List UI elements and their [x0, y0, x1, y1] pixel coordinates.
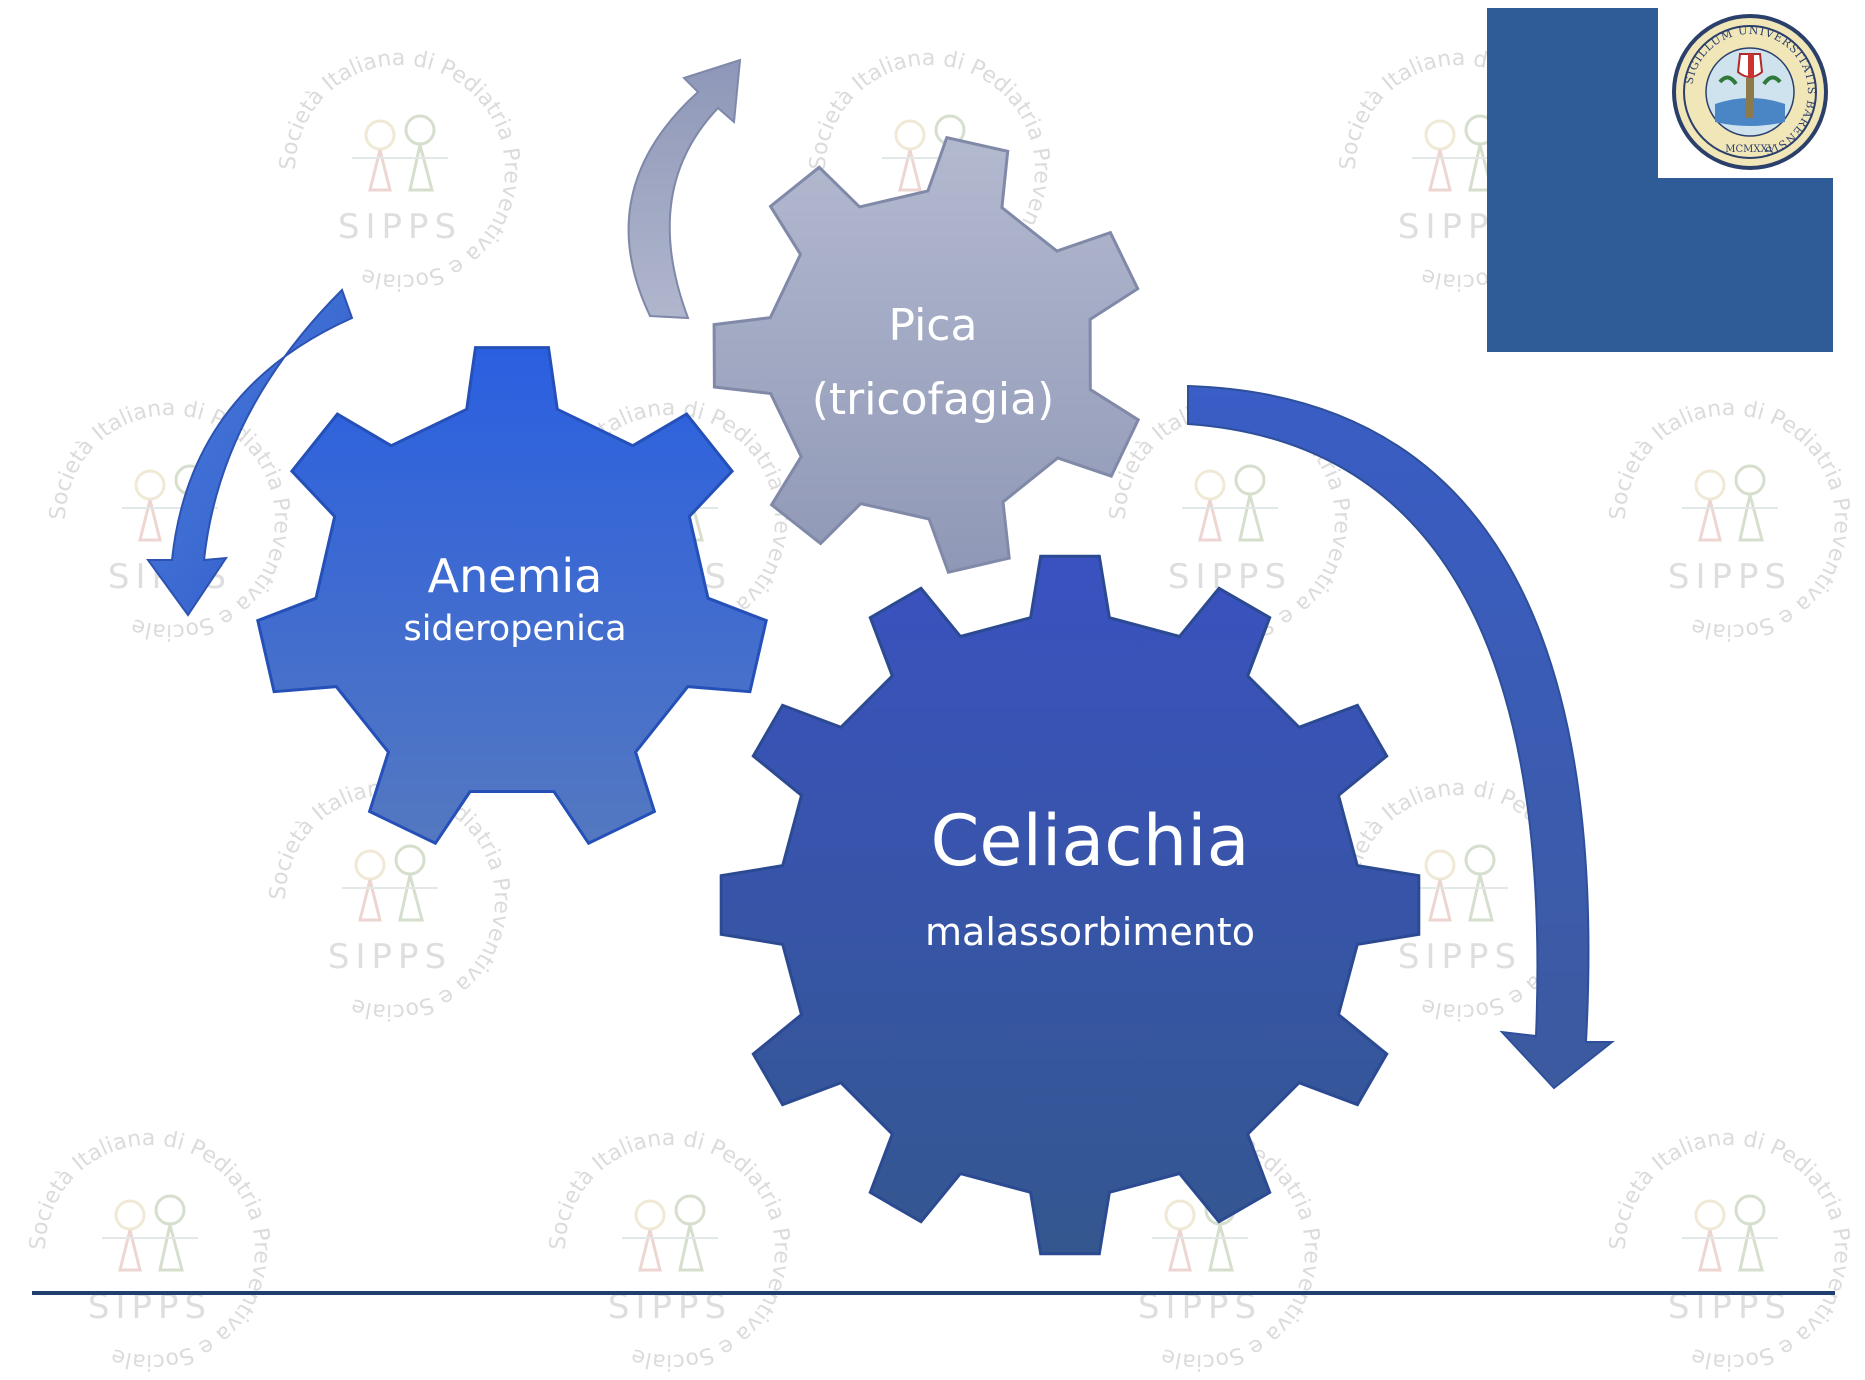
svg-text:SIPPS: SIPPS — [1668, 557, 1792, 597]
sipps-watermark-icon: Società Italiana di Pediatria Preventiva… — [26, 1126, 274, 1374]
seal-year: MCMXXV — [1725, 144, 1775, 155]
gear-pica-body — [712, 135, 1141, 574]
gear-anemia — [256, 346, 768, 846]
gear-celiachia-title: Celiachia — [930, 800, 1250, 882]
sipps-watermark-icon: Società Italiana di Pediatria Preventiva… — [546, 1126, 794, 1374]
svg-text:SIPPS: SIPPS — [338, 207, 462, 247]
university-seal-logo: SIGILLUM UNIVERSITATIS BARENSIS MCMXXV — [1672, 14, 1828, 170]
arrow-to-celiachia-icon — [1187, 384, 1615, 1090]
svg-text:SIPPS: SIPPS — [328, 937, 452, 977]
svg-text:SIPPS: SIPPS — [1168, 557, 1292, 597]
sipps-watermark-icon: Società Italiana di Pediatria Preventiva… — [276, 46, 524, 294]
gear-celiachia — [719, 554, 1421, 1256]
gear-celiachia-subtitle: malassorbimento — [925, 910, 1255, 954]
gear-anemia-body — [256, 346, 768, 846]
arrow-to-pica-icon — [627, 58, 742, 320]
gear-diagram — [146, 58, 1615, 1256]
gear-pica-subtitle: (tricofagia) — [811, 374, 1055, 425]
gear-pica-title: Pica — [888, 300, 978, 351]
gear-pica — [712, 135, 1141, 574]
arrow-to-anemia-icon — [146, 288, 354, 617]
gear-anemia-subtitle: sideropenica — [403, 609, 627, 649]
gear-celiachia-body — [719, 554, 1421, 1256]
sipps-watermark-icon: Società Italiana di Pediatria Preventiva… — [1606, 396, 1854, 644]
svg-text:SIPPS: SIPPS — [1398, 937, 1522, 977]
gear-anemia-title: Anemia — [427, 549, 603, 603]
footer-rule — [32, 1291, 1835, 1295]
